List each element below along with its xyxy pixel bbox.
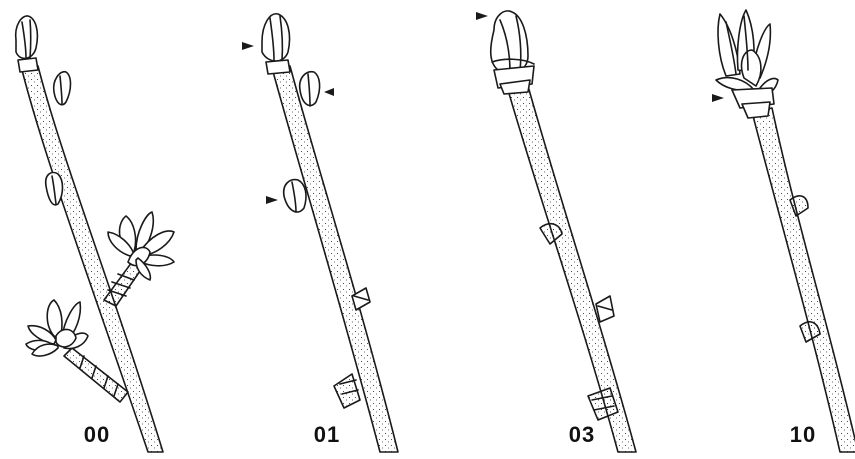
stage-label-00: 00 <box>57 422 137 448</box>
twig-stage-00 <box>16 16 174 452</box>
stage-label-10: 10 <box>763 422 843 448</box>
triangle-pointer-icon <box>266 196 278 204</box>
triangle-pointer-icon <box>476 12 488 20</box>
twig-stage-03 <box>476 11 636 452</box>
triangle-pointer-icon <box>324 88 334 96</box>
stage-label-01: 01 <box>287 422 367 448</box>
triangle-pointer-icon <box>712 94 724 102</box>
opening-bud <box>108 212 174 280</box>
terminal-bud <box>262 14 290 61</box>
bursting-bud <box>716 10 778 118</box>
twig-stage-01 <box>242 14 398 452</box>
twig-stage-10 <box>712 10 855 452</box>
twig-stem <box>752 108 855 452</box>
twig-stem <box>272 66 398 452</box>
stage-label-03: 03 <box>542 422 622 448</box>
twig-stem <box>508 86 636 452</box>
opening-bud <box>26 300 88 356</box>
side-shoot <box>104 262 142 306</box>
triangle-pointer-icon <box>242 42 254 50</box>
